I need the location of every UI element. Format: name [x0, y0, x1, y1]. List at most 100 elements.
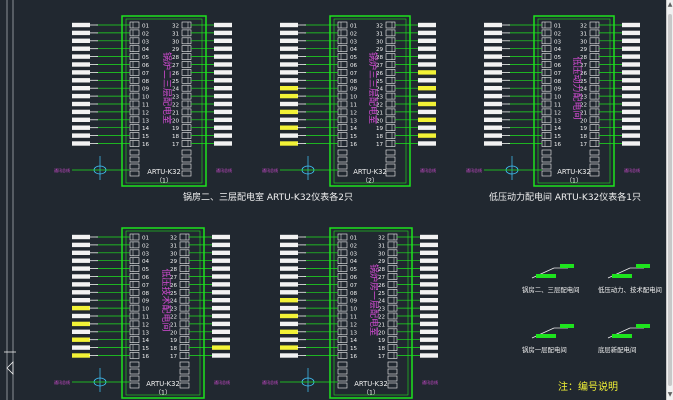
wire-tag: [420, 298, 438, 303]
terminal-block: [385, 92, 396, 100]
pin-number: 19: [170, 338, 178, 344]
power-terminal: [387, 375, 398, 382]
terminal-block: [337, 45, 348, 53]
terminal-block: [589, 69, 600, 76]
power-terminal: [129, 375, 140, 382]
terminal-block: [129, 320, 140, 328]
pin-number: 11: [554, 103, 562, 109]
wire-tag: [280, 78, 298, 83]
power-terminal: [129, 368, 140, 375]
wire-tag: [72, 125, 90, 130]
pin-number: 19: [580, 126, 588, 132]
terminal-block: [337, 344, 348, 351]
pin-number: 11: [350, 103, 358, 109]
wire-tag: [622, 117, 640, 122]
pin-number: 05: [554, 55, 562, 61]
wire-tag: [72, 93, 90, 99]
terminal-block: [179, 296, 190, 304]
vertical-scrollbar[interactable]: ▲ ▼: [666, 0, 673, 400]
terminal-block: [387, 336, 398, 344]
scroll-up-arrow-icon[interactable]: ▲: [667, 1, 673, 8]
terminal-block: [385, 84, 396, 92]
wire-tag: [214, 62, 232, 67]
terminal-block: [181, 116, 192, 124]
wire-tag: [72, 78, 90, 83]
terminal-block: [129, 140, 140, 147]
terminal-block: [541, 116, 552, 124]
pin-number: 26: [170, 283, 178, 289]
wire-tag: [72, 30, 90, 36]
wire-tag: [72, 101, 90, 107]
legend-note: 注：编号说明: [558, 380, 618, 393]
meter-inner-frame: [125, 18, 203, 184]
terminal-block: [337, 328, 348, 336]
bus-label: 通讯总线: [466, 167, 482, 173]
wire-tag: [72, 109, 90, 115]
wire-tag: [212, 242, 230, 248]
wire-tag: [214, 70, 232, 75]
scroll-down-arrow-icon[interactable]: ▼: [667, 391, 673, 398]
terminal-block: [129, 265, 140, 272]
pin-number: 08: [142, 291, 150, 297]
pin-number: 23: [376, 95, 384, 101]
pin-number: 12: [350, 322, 357, 328]
power-terminal: [337, 361, 348, 368]
wire-tag: [72, 250, 90, 255]
wire-tag: [420, 258, 438, 263]
scrollbar-thumb[interactable]: [668, 14, 672, 386]
pin-number: 02: [350, 31, 357, 37]
terminal-block: [179, 320, 190, 328]
pin-number: 02: [350, 243, 357, 249]
pin-number: 30: [172, 39, 180, 45]
pin-number: 24: [170, 299, 178, 305]
terminal-block: [337, 140, 348, 147]
pin-number: 21: [170, 322, 178, 328]
wire-tag: [280, 305, 298, 311]
wire-tag: [214, 22, 232, 28]
pin-number: 29: [170, 259, 178, 265]
pin-number: 09: [554, 87, 562, 93]
wire-tag: [280, 117, 298, 122]
terminal-block: [541, 140, 552, 147]
pin-number: 20: [580, 118, 588, 124]
wire-tag: [212, 282, 230, 287]
pin-number: 24: [172, 87, 180, 93]
pin-number: 14: [142, 338, 150, 344]
pin-number: 04: [350, 47, 358, 53]
wire-tag: [214, 101, 232, 107]
terminal-block: [387, 296, 398, 304]
wire-tag: [72, 62, 90, 67]
pin-number: 26: [172, 71, 180, 77]
meter-inner-frame: [537, 18, 611, 184]
terminal-block: [181, 21, 192, 29]
power-terminal: [337, 156, 348, 163]
pin-number: 14: [142, 126, 150, 132]
wire-tag: [622, 62, 640, 67]
wire-tag: [420, 282, 438, 287]
terminal-block: [337, 84, 348, 92]
terminal-block: [541, 29, 552, 37]
power-terminal: [385, 149, 396, 156]
pin-number: 17: [170, 354, 178, 360]
wire-tag: [212, 234, 230, 240]
pin-number: 21: [376, 110, 384, 116]
meter-inner-frame: [333, 230, 409, 396]
pin-number: 03: [554, 39, 562, 45]
pin-number: 29: [580, 47, 588, 53]
legend-item-label: 低压动力、技术配电间: [598, 285, 662, 294]
terminal-block: [337, 288, 348, 296]
terminal-block: [337, 108, 348, 116]
meter-frame: [329, 227, 413, 399]
wire-tag: [484, 54, 502, 59]
terminal-block: [589, 108, 600, 116]
wire-tag: [418, 30, 436, 36]
terminal-block: [387, 312, 398, 320]
pin-number: 05: [350, 55, 358, 61]
power-terminal: [337, 375, 348, 382]
terminal-block: [179, 328, 190, 336]
pin-number: 06: [554, 63, 562, 69]
pin-number: 11: [350, 315, 358, 321]
